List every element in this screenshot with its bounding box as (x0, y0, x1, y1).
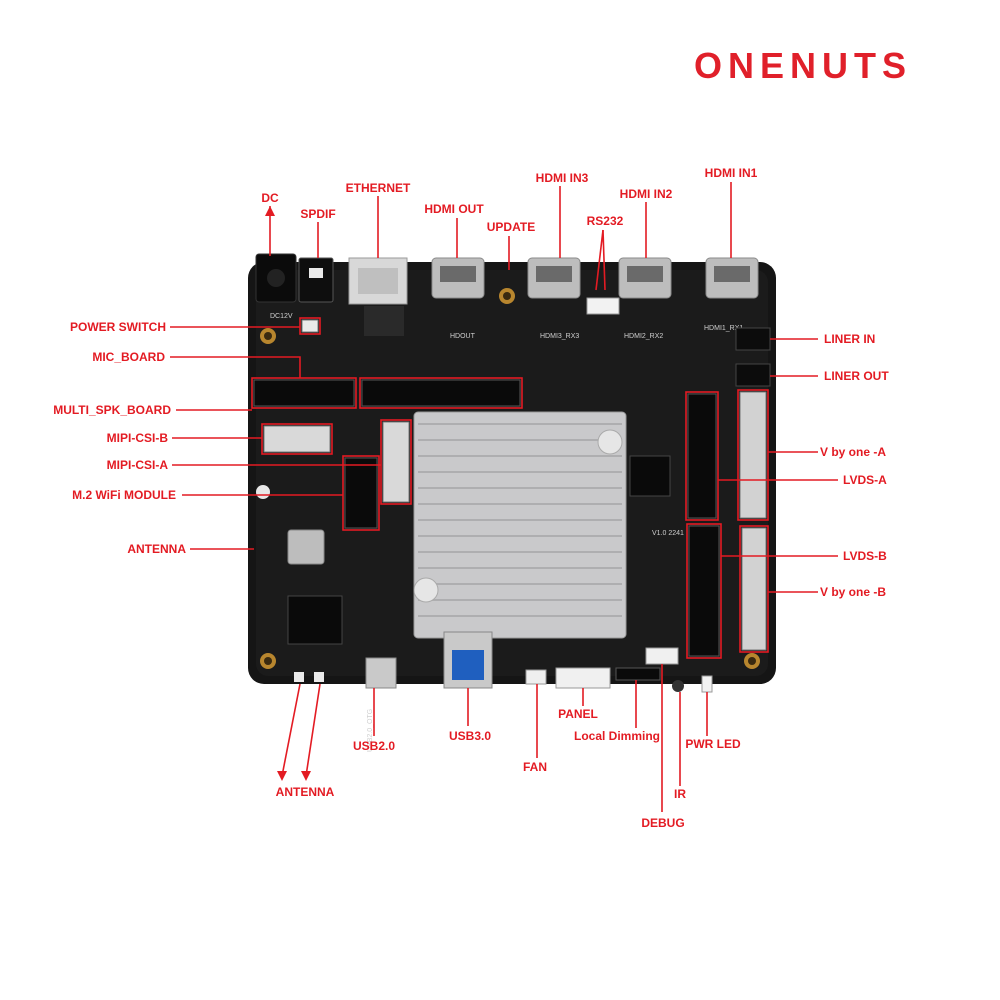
label-usb2: USB2.0 (353, 739, 395, 753)
label-hdmi-out: HDMI OUT (424, 202, 484, 216)
dc-jack (255, 253, 297, 303)
logo-text: ONENUTS (694, 45, 912, 86)
silk-hdmi3: HDMI3_RX3 (540, 333, 579, 340)
label-update: UPDATE (487, 220, 535, 234)
mipi-csi-a-connector (382, 421, 410, 503)
ethernet-port (348, 257, 408, 336)
label-mipi-csi-a: MIPI-CSI-A (107, 458, 169, 472)
label-power-switch: POWER SWITCH (70, 320, 166, 334)
fan-connector (525, 669, 547, 685)
silk-version: V1.0 2241 (652, 530, 684, 537)
label-multi-spk-board: MULTI_SPK_BOARD (53, 403, 171, 417)
panel-connector (555, 667, 611, 689)
label-spdif: SPDIF (300, 207, 335, 221)
label-rs232: RS232 (587, 214, 624, 228)
power-switch (301, 319, 319, 333)
hdmi-in3-port (527, 257, 581, 299)
hdmi-in2-port (618, 257, 672, 299)
heatsink (413, 411, 627, 639)
label-hdmi-in1: HDMI IN1 (705, 166, 758, 180)
multi-spk-board-header (361, 379, 521, 407)
label-usb3: USB3.0 (449, 729, 491, 743)
pwr-led (701, 675, 713, 693)
vbyone-a-connector (739, 391, 767, 519)
ir-sensor (672, 680, 684, 692)
mipi-csi-b-connector (263, 425, 331, 453)
silk-dc12v: DC12V (270, 313, 293, 320)
local-dimming-connector (615, 667, 661, 681)
silk-hdmi1: HDMI1_RX1 (704, 325, 743, 332)
lvds-a-connector (687, 393, 717, 519)
memory-chip (629, 455, 671, 497)
label-panel: PANEL (558, 707, 598, 721)
silk-hdout: HDOUT (450, 333, 476, 340)
antenna-conn-1 (294, 672, 304, 682)
label-liner-in: LINER IN (824, 332, 875, 346)
label-liner-out: LINER OUT (824, 369, 889, 383)
silk-usb20: USB2.0_OTG (367, 709, 374, 752)
label-mic-board: MIC_BOARD (92, 350, 165, 364)
onenuts-logo: ONENUTS (694, 45, 912, 86)
usb2-port (365, 657, 397, 689)
label-hdmi-in2: HDMI IN2 (620, 187, 673, 201)
lvds-b-connector (688, 525, 720, 657)
vbyone-b-connector (741, 527, 767, 651)
label-debug: DEBUG (641, 816, 684, 830)
wifi-chip (287, 529, 325, 565)
label-lvds-a: LVDS-A (843, 473, 887, 487)
soc-chip (287, 595, 343, 645)
label-vbyone-b: V by one -B (820, 585, 886, 599)
label-local-dimming: Local Dimming (574, 729, 660, 743)
antenna-conn-2 (314, 672, 324, 682)
label-dc: DC (261, 191, 279, 205)
label-vbyone-a: V by one -A (820, 445, 886, 459)
silk-hdmi2: HDMI2_RX2 (624, 333, 663, 340)
hdmi-in1-port (705, 257, 759, 299)
label-mipi-csi-b: MIPI-CSI-B (107, 431, 169, 445)
silkscreen: HDOUT HDMI3_RX3 HDMI2_RX2 HDMI1_RX1 DC12… (270, 313, 743, 752)
label-fan: FAN (523, 760, 547, 774)
label-ethernet: ETHERNET (346, 181, 411, 195)
label-pwr-led: PWR LED (685, 737, 741, 751)
debug-connector (645, 647, 679, 665)
label-lvds-b: LVDS-B (843, 549, 887, 563)
rs232-port (586, 297, 620, 315)
liner-in-jack (735, 327, 771, 351)
label-antenna-bottom: ANTENNA (276, 785, 335, 799)
usb3-blue-tongue (452, 650, 484, 680)
hdmi-out-port (431, 257, 485, 299)
highlight-boxes (251, 317, 769, 659)
leader-lines (170, 182, 838, 812)
spdif-port (298, 257, 334, 303)
label-antenna-left: ANTENNA (127, 542, 186, 556)
label-ir: IR (674, 787, 686, 801)
callout-labels: DC SPDIF ETHERNET HDMI OUT UPDATE HDMI I… (53, 166, 889, 830)
m2-wifi-slot (344, 457, 378, 529)
liner-out-jack (735, 363, 771, 387)
label-hdmi-in3: HDMI IN3 (536, 171, 589, 185)
leader-arrows (265, 206, 311, 781)
label-m2-wifi: M.2 WiFi MODULE (72, 488, 176, 502)
mic-board-header (253, 379, 355, 407)
